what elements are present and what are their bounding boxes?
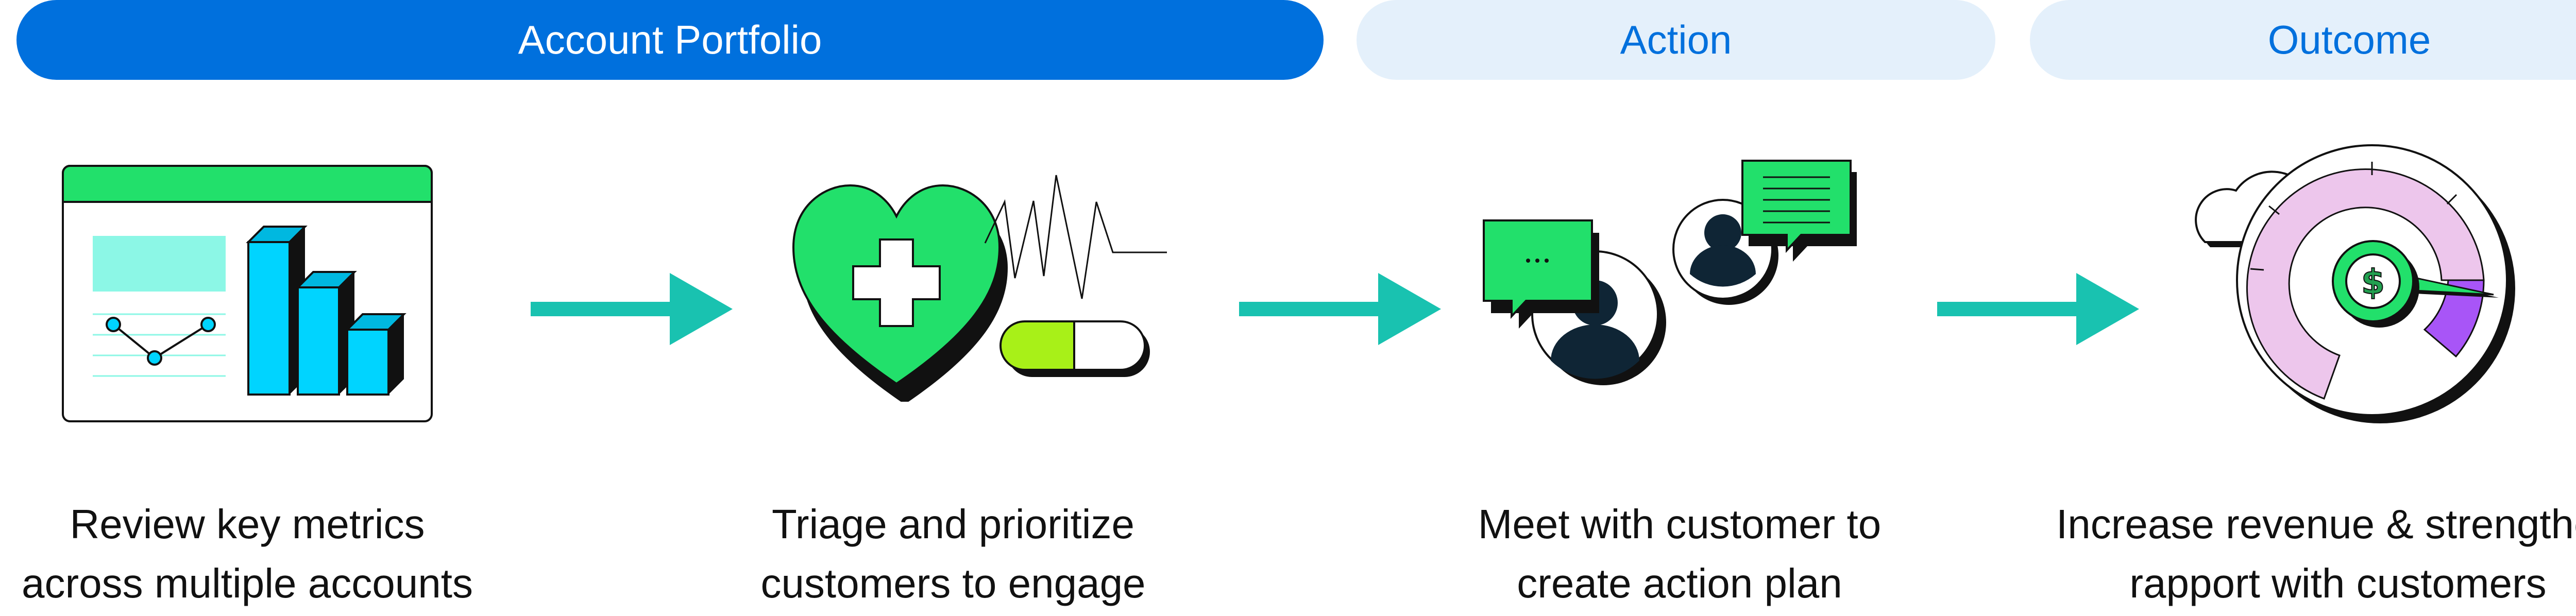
dashboard-chart-icon [62, 165, 433, 422]
step-1-line-2: across multiple accounts [22, 560, 473, 606]
step-3-line-2: create action plan [1517, 560, 1842, 606]
header-outcome: Outcome [2030, 0, 2576, 80]
arrow-2 [1239, 273, 1441, 345]
health-heart-icon [792, 175, 1167, 402]
customer-chat-icon [1483, 160, 1857, 385]
step-2-caption: Triage and prioritize customers to engag… [618, 494, 1288, 613]
header-account-portfolio-label: Account Portfolio [518, 17, 822, 62]
header-account-portfolio: Account Portfolio [16, 0, 1324, 80]
step-3-line-1: Meet with customer to [1478, 501, 1882, 547]
arrow-1 [531, 273, 733, 345]
step-1-caption: Review key metrics across multiple accou… [0, 494, 582, 613]
step-1-line-1: Review key metrics [70, 501, 425, 547]
header-outcome-label: Outcome [2267, 17, 2431, 62]
step-2-line-1: Triage and prioritize [771, 501, 1135, 547]
step-4-caption: Increase revenue & strengthen rapport wi… [2003, 494, 2576, 613]
header-action: Action [1357, 0, 1995, 80]
revenue-gauge-icon: $ [2195, 144, 2515, 423]
step-4-line-2: rapport with customers [2129, 560, 2547, 606]
svg-text:$: $ [2361, 262, 2385, 302]
step-4-line-1: Increase revenue & strengthen [2056, 501, 2576, 547]
arrow-3 [1937, 273, 2139, 345]
step-2-line-2: customers to engage [760, 560, 1146, 606]
step-3-caption: Meet with customer to create action plan [1345, 494, 2014, 613]
header-action-label: Action [1620, 17, 1732, 62]
